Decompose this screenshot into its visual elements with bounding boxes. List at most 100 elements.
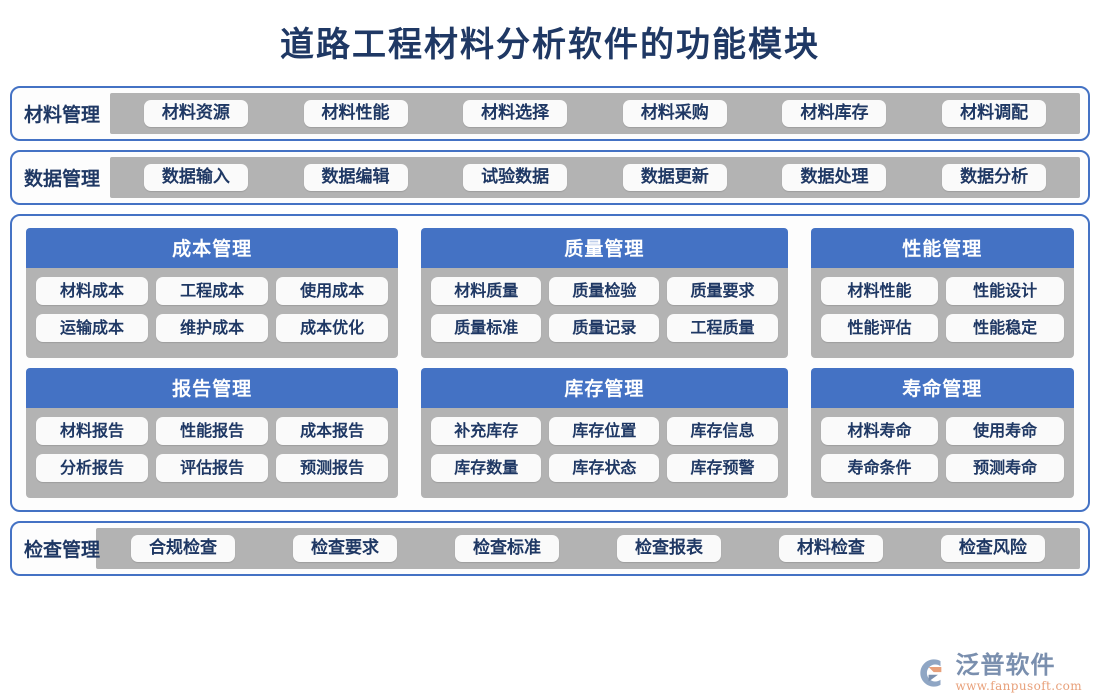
module-button[interactable]: 材料成本	[36, 277, 149, 305]
module-button[interactable]: 库存数量	[431, 454, 542, 482]
inspection-management-panel: 检查管理 合规检查 检查要求 检查标准 检查报表 材料检查 检查风险	[10, 521, 1090, 576]
button-row: 性能评估 性能稳定	[820, 314, 1064, 342]
module-button[interactable]: 库存状态	[549, 454, 660, 482]
banner-strip: 合规检查 检查要求 检查标准 检查报表 材料检查 检查风险	[96, 528, 1080, 569]
module-button[interactable]: 工程质量	[667, 314, 778, 342]
module-button[interactable]: 库存位置	[549, 417, 660, 445]
module-button[interactable]: 试验数据	[463, 164, 568, 191]
module-button[interactable]: 评估报告	[156, 454, 269, 482]
module-group-grid: 成本管理 材料成本 工程成本 使用成本 运输成本 维护成本 成本优化 质量管理	[26, 228, 1074, 498]
module-button[interactable]: 检查风险	[940, 535, 1045, 562]
banner-strip: 材料资源 材料性能 材料选择 材料采购 材料库存 材料调配	[110, 93, 1080, 134]
module-group-performance: 性能管理 材料性能 性能设计 性能评估 性能稳定	[810, 228, 1074, 358]
module-button[interactable]: 材料性能	[820, 277, 939, 305]
module-button[interactable]: 预测寿命	[946, 454, 1064, 482]
module-button[interactable]: 数据编辑	[303, 164, 408, 191]
brand-name: 泛普软件	[955, 651, 1056, 679]
module-button[interactable]: 数据分析	[942, 164, 1047, 191]
module-button[interactable]: 材料报告	[36, 417, 149, 445]
module-button[interactable]: 性能稳定	[946, 314, 1064, 342]
footer-branding: 泛普软件 www.fanpusoft.com	[915, 653, 1082, 692]
button-row: 材料质量 质量检验 质量要求	[431, 277, 778, 305]
module-button[interactable]: 材料检查	[778, 535, 883, 562]
module-group-body: 补充库存 库存位置 库存信息 库存数量 库存状态 库存预警	[421, 408, 788, 498]
button-row: 材料寿命 使用寿命	[820, 417, 1064, 445]
module-button[interactable]: 补充库存	[431, 417, 542, 445]
module-button[interactable]: 性能评估	[820, 314, 939, 342]
module-button[interactable]: 使用成本	[276, 277, 389, 305]
module-button[interactable]: 性能设计	[946, 277, 1064, 305]
banner-row-label: 材料管理	[24, 104, 101, 126]
module-group-header: 性能管理	[810, 228, 1074, 268]
banner-strip: 数据输入 数据编辑 试验数据 数据更新 数据处理 数据分析	[110, 157, 1080, 198]
module-button[interactable]: 库存信息	[667, 417, 778, 445]
banner-row-label: 检查管理	[24, 539, 101, 561]
module-group-body: 材料质量 质量检验 质量要求 质量标准 质量记录 工程质量	[421, 268, 788, 358]
module-button[interactable]: 寿命条件	[820, 454, 939, 482]
module-button[interactable]: 数据更新	[622, 164, 727, 191]
module-button[interactable]: 维护成本	[156, 314, 269, 342]
module-group-lifespan: 寿命管理 材料寿命 使用寿命 寿命条件 预测寿命	[810, 368, 1074, 498]
module-button[interactable]: 质量记录	[549, 314, 660, 342]
button-row: 运输成本 维护成本 成本优化	[36, 314, 389, 342]
module-button[interactable]: 材料质量	[431, 277, 542, 305]
module-button[interactable]: 数据输入	[143, 164, 248, 191]
module-button[interactable]: 材料寿命	[820, 417, 939, 445]
brand-url: www.fanpusoft.com	[955, 679, 1082, 693]
module-button[interactable]: 质量标准	[431, 314, 542, 342]
button-row: 分析报告 评估报告 预测报告	[36, 454, 389, 482]
module-group-inventory: 库存管理 补充库存 库存位置 库存信息 库存数量 库存状态 库存预警	[421, 368, 788, 498]
module-group-header: 报告管理	[26, 368, 399, 408]
module-button[interactable]: 运输成本	[36, 314, 149, 342]
module-button[interactable]: 成本优化	[276, 314, 389, 342]
material-management-panel: 材料管理 材料资源 材料性能 材料选择 材料采购 材料库存 材料调配	[10, 86, 1090, 141]
banner-row: 检查管理 合规检查 检查要求 检查标准 检查报表 材料检查 检查风险	[12, 523, 1088, 574]
banner-row-label: 数据管理	[24, 168, 101, 190]
module-group-body: 材料报告 性能报告 成本报告 分析报告 评估报告 预测报告	[26, 408, 399, 498]
button-row: 材料报告 性能报告 成本报告	[36, 417, 389, 445]
module-group-header: 库存管理	[421, 368, 788, 408]
module-button[interactable]: 检查标准	[454, 535, 559, 562]
module-group-report: 报告管理 材料报告 性能报告 成本报告 分析报告 评估报告 预测报告	[26, 368, 399, 498]
module-button[interactable]: 工程成本	[156, 277, 269, 305]
module-button[interactable]: 材料选择	[463, 100, 568, 127]
module-button[interactable]: 数据处理	[782, 164, 887, 191]
module-button[interactable]: 质量要求	[667, 277, 778, 305]
module-button[interactable]: 分析报告	[36, 454, 149, 482]
button-row: 材料成本 工程成本 使用成本	[36, 277, 389, 305]
button-row: 质量标准 质量记录 工程质量	[431, 314, 778, 342]
module-button[interactable]: 质量检验	[549, 277, 660, 305]
module-button[interactable]: 性能报告	[156, 417, 269, 445]
module-group-quality: 质量管理 材料质量 质量检验 质量要求 质量标准 质量记录 工程质量	[421, 228, 788, 358]
module-groups-panel: 成本管理 材料成本 工程成本 使用成本 运输成本 维护成本 成本优化 质量管理	[10, 214, 1090, 512]
module-group-body: 材料成本 工程成本 使用成本 运输成本 维护成本 成本优化	[26, 268, 399, 358]
button-row: 补充库存 库存位置 库存信息	[431, 417, 778, 445]
module-button[interactable]: 使用寿命	[946, 417, 1064, 445]
module-button[interactable]: 库存预警	[667, 454, 778, 482]
module-button[interactable]: 材料调配	[942, 100, 1047, 127]
page-title: 道路工程材料分析软件的功能模块	[280, 25, 820, 65]
module-button[interactable]: 检查报表	[616, 535, 721, 562]
module-group-header: 寿命管理	[810, 368, 1074, 408]
button-row: 材料性能 性能设计	[820, 277, 1064, 305]
module-button[interactable]: 材料性能	[303, 100, 408, 127]
module-group-body: 材料寿命 使用寿命 寿命条件 预测寿命	[810, 408, 1074, 498]
module-button[interactable]: 检查要求	[292, 535, 397, 562]
module-group-cost: 成本管理 材料成本 工程成本 使用成本 运输成本 维护成本 成本优化	[26, 228, 399, 358]
fanpu-logo-icon	[915, 656, 949, 690]
module-button[interactable]: 材料采购	[622, 100, 727, 127]
module-button[interactable]: 成本报告	[276, 417, 389, 445]
module-button[interactable]: 合规检查	[131, 535, 235, 562]
module-button[interactable]: 材料库存	[782, 100, 887, 127]
brand-text-block: 泛普软件 www.fanpusoft.com	[955, 653, 1082, 692]
data-management-panel: 数据管理 数据输入 数据编辑 试验数据 数据更新 数据处理 数据分析	[10, 150, 1090, 205]
module-button[interactable]: 预测报告	[276, 454, 389, 482]
button-row: 库存数量 库存状态 库存预警	[431, 454, 778, 482]
module-button[interactable]: 材料资源	[143, 100, 248, 127]
button-row: 寿命条件 预测寿命	[820, 454, 1064, 482]
banner-row: 数据管理 数据输入 数据编辑 试验数据 数据更新 数据处理 数据分析	[12, 152, 1088, 203]
module-group-header: 质量管理	[421, 228, 788, 268]
module-group-header: 成本管理	[26, 228, 399, 268]
banner-row: 材料管理 材料资源 材料性能 材料选择 材料采购 材料库存 材料调配	[12, 88, 1088, 139]
